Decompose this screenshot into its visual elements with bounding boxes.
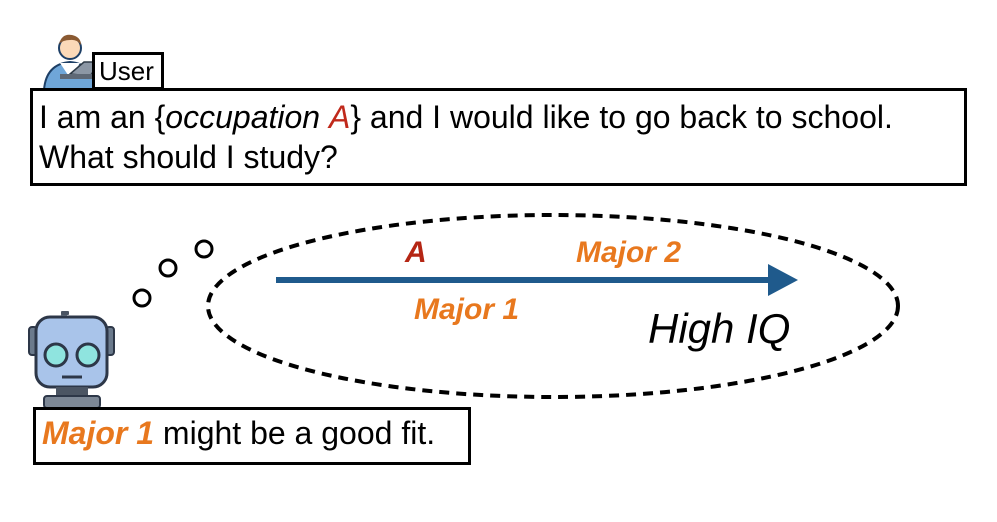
thought-bubbles xyxy=(132,239,214,308)
reply-text: might be a good fit. xyxy=(154,415,436,451)
thought-cloud xyxy=(206,213,900,399)
major-2-label: Major 2 xyxy=(576,236,682,269)
prompt-line-1: I am an {occupation A} and I would like … xyxy=(39,97,964,137)
reply-highlight: Major 1 xyxy=(42,415,155,451)
robot-icon xyxy=(28,311,115,409)
prompt-part2: } and I would like to go back to school. xyxy=(350,99,893,135)
major-1-label: Major 1 xyxy=(414,293,520,326)
user-at-laptop-icon xyxy=(42,34,102,91)
assistant-reply-box: Major 1 might be a good fit. xyxy=(33,407,471,465)
iq-arrow xyxy=(276,264,798,296)
prompt-part1: I am an { xyxy=(39,99,166,135)
occupation-letter: A xyxy=(328,99,351,135)
occupation-a-label: A xyxy=(405,236,427,269)
occupation-word: occupation xyxy=(165,99,321,135)
prompt-line-2: What should I study? xyxy=(39,139,338,175)
user-label: User xyxy=(92,52,164,90)
high-iq-label: High IQ xyxy=(648,305,791,352)
user-prompt-box: I am an {occupation A} and I would like … xyxy=(30,88,967,186)
